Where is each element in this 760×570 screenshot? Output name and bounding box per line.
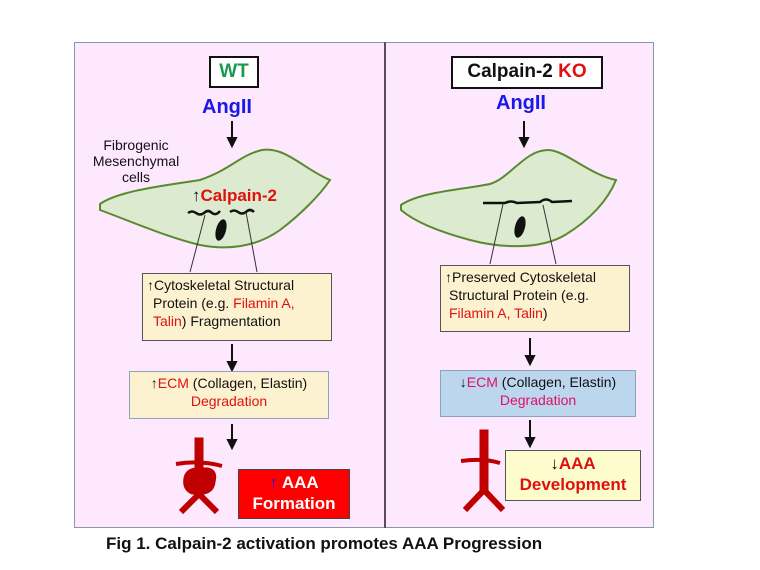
wt-pointer-line-right — [245, 211, 258, 273]
ecm-text: ECM — [466, 374, 498, 390]
ko-ecm-box: ↓ECM (Collagen, Elastin) Degradation — [440, 370, 636, 417]
aaa-text: AAA — [281, 473, 319, 492]
ko-aaa-development-box: ↓AAA Development — [505, 450, 641, 501]
ecm-rest-text: (Collagen, Elastin) — [188, 375, 308, 391]
wt-aaa-formation-box: ↑ AAA Formation — [238, 469, 350, 519]
wt-filament-fragment-2 — [229, 208, 255, 215]
ko-angii-label: AngII — [496, 92, 546, 114]
ko-cyto-line-3: ) — [542, 305, 548, 321]
cyto-line-2: Protein (e.g. — [153, 295, 234, 311]
up-arrow-icon: ↑ — [192, 186, 201, 205]
wt-arrow-angii-to-cell — [226, 121, 238, 149]
degradation-text: Degradation — [499, 392, 577, 408]
up-arrow-icon: ↑ — [147, 277, 154, 293]
wt-ecm-box: ↑ECM (Collagen, Elastin) Degradation — [129, 371, 329, 419]
wt-angii-label: AngII — [202, 96, 252, 118]
wt-nucleus — [215, 219, 227, 241]
wt-arrow-ecm-to-aaa — [226, 424, 238, 451]
ko-pointer-line-right — [542, 204, 557, 265]
ko-nucleus — [514, 216, 526, 238]
cell-label-line-2: Mesenchymal — [92, 153, 180, 169]
down-arrow-icon: ↓ — [459, 374, 467, 390]
ko-arrow-angii-to-cell — [518, 121, 530, 149]
ko-cyto-line-2: Structural Protein (e.g. — [449, 287, 590, 303]
figure-caption: Fig 1. Calpain-2 activation promotes AAA… — [106, 534, 543, 553]
wt-arrow-cyto-to-ecm — [226, 344, 238, 373]
formation-text: Formation — [252, 494, 336, 513]
ko-cell-shape — [400, 148, 618, 248]
cyto-line-3: ) Fragmentation — [181, 313, 281, 329]
ecm-rest-text: (Collagen, Elastin) — [497, 374, 617, 390]
aaa-text: AAA — [558, 454, 596, 473]
wt-title-box: WT — [209, 56, 259, 88]
ko-title-suffix: KO — [558, 61, 587, 82]
degradation-text: Degradation — [190, 393, 268, 409]
ko-title-box: Calpain-2 KO — [451, 56, 603, 89]
ko-cytoskeleton-box: ↑Preserved Cytoskeletal Structural Prote… — [440, 265, 630, 332]
wt-calpain-label: ↑Calpain-2 — [192, 186, 277, 206]
wt-aorta-aneurysm-icon — [175, 437, 223, 515]
filamin-text: Filamin A, — [233, 295, 295, 311]
ecm-text: ECM — [157, 375, 189, 391]
filamin-talin-text: Filamin A, Talin — [449, 305, 543, 321]
cell-label-line-3: cells — [121, 169, 150, 185]
up-arrow-icon: ↑ — [150, 375, 158, 391]
cyto-line-1: Cytoskeletal Structural — [154, 277, 295, 293]
wt-pointer-line-left — [189, 214, 206, 273]
wt-cell-type-label: Fibrogenic Mesenchymal cells — [88, 137, 184, 185]
up-arrow-icon: ↑ — [445, 269, 452, 285]
down-arrow-icon: ↓ — [550, 454, 559, 473]
wt-title: WT — [219, 61, 249, 82]
calpain-2-text: Calpain-2 — [200, 186, 278, 205]
ko-title-prefix: Calpain-2 — [467, 61, 559, 82]
cell-label-line-1: Fibrogenic — [103, 137, 169, 153]
ko-arrow-cyto-to-ecm — [524, 338, 536, 367]
ko-cyto-line-1: Preserved Cytoskeletal — [452, 269, 596, 285]
ko-pointer-line-left — [489, 203, 504, 265]
talin-text: Talin — [153, 313, 182, 329]
ko-arrow-ecm-to-aaa — [524, 420, 536, 449]
ko-intact-filament — [483, 198, 573, 205]
ko-aorta-normal-icon — [460, 429, 506, 513]
up-arrow-icon: ↑ — [269, 473, 278, 492]
panel-divider — [384, 42, 386, 528]
wt-filament-fragment-1 — [187, 209, 221, 216]
development-text: Development — [519, 475, 627, 494]
wt-cell-shape — [99, 148, 332, 249]
wt-cytoskeleton-box: ↑Cytoskeletal Structural Protein (e.g. F… — [142, 273, 332, 341]
